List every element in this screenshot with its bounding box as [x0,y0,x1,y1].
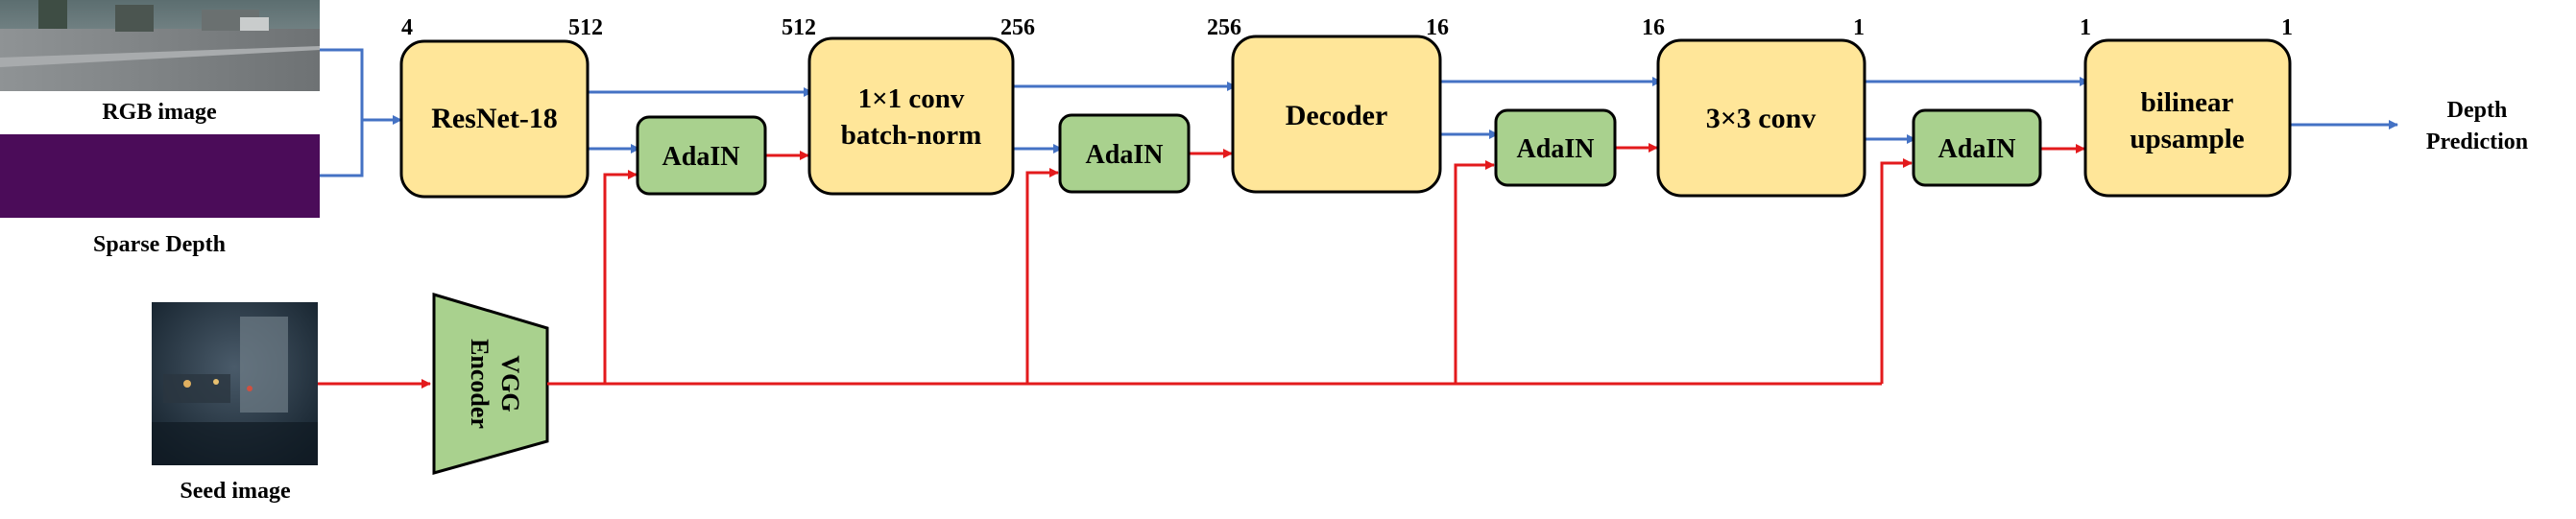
adain-label-2: AdaIN [1086,140,1164,170]
seed-image [152,302,318,465]
seed-image-label: Seed image [180,479,291,504]
upsample-label-line1: bilinear [2141,87,2234,118]
adain-block-3 [1494,108,1617,187]
resnet-in-channels: 4 [401,15,413,40]
output-label-line2: Prediction [2426,130,2528,154]
resnet-18-label: ResNet-18 [431,103,558,134]
conv3x3-in-channels: 16 [1642,15,1665,40]
adain-block-4 [1912,108,2042,187]
adain-block-1 [636,115,767,196]
sparse-depth-image [0,134,320,218]
vgg-encoder-block [432,292,549,475]
resnet-out-channels: 512 [568,15,603,40]
upsample-out-channels: 1 [2281,15,2293,40]
conv1x1-out-channels: 256 [1000,15,1035,40]
adain-label-4: AdaIN [1938,134,2016,164]
decoder-out-channels: 16 [1426,15,1449,40]
decoder-block [1231,35,1442,194]
adain-block-2 [1058,113,1191,194]
upsample-label-line2: upsample [2130,124,2244,154]
output-label-line1: Depth [2447,98,2508,123]
conv3x3-block [1656,38,1866,198]
conv1x1-block [807,36,1015,196]
conv3x3-out-channels: 1 [1853,15,1865,40]
sparse-depth-label: Sparse Depth [93,232,226,257]
conv3x3-label: 3×3 conv [1706,103,1817,134]
adain-label-3: AdaIN [1517,134,1595,164]
adain-label-1: AdaIN [662,142,740,172]
vgg-encoder-label-line2: Encoder [466,339,494,429]
style-flow-arrows [318,143,2085,389]
main-flow-arrows [320,48,2398,177]
decoder-in-channels: 256 [1207,15,1241,40]
conv1x1-label-line1: 1×1 conv [858,83,965,114]
resnet-18-block [399,39,590,199]
vgg-encoder-label-line1: VGG [496,355,524,412]
conv1x1-in-channels: 512 [782,15,816,40]
upsample-block [2083,38,2292,198]
rgb-image-label: RGB image [102,100,217,125]
rgb-image [0,0,320,91]
decoder-label: Decoder [1286,100,1388,131]
upsample-in-channels: 1 [2080,15,2091,40]
conv1x1-label-line2: batch-norm [841,120,982,151]
